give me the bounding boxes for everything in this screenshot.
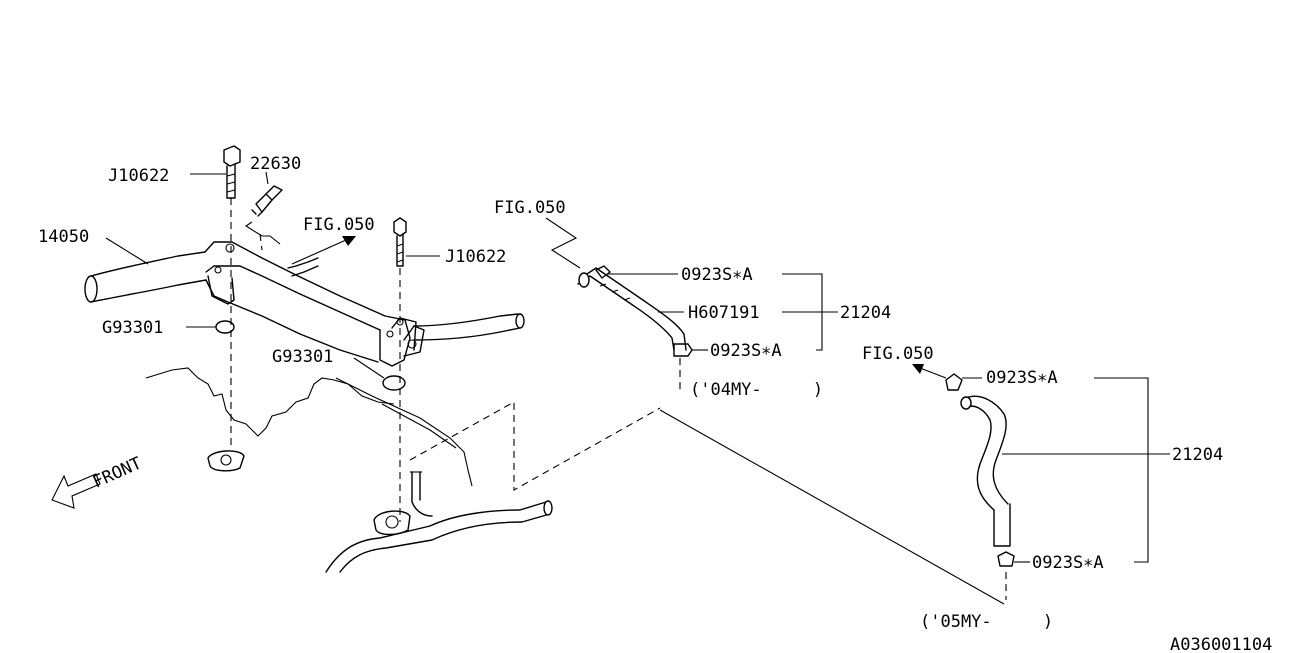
sensor-22630[interactable] xyxy=(244,185,283,245)
clip-0923s-04-bottom[interactable] xyxy=(673,343,693,357)
bolt-j10622-right[interactable] xyxy=(393,217,407,267)
leader-lines xyxy=(105,171,1170,563)
clip-0923s-04-top[interactable] xyxy=(595,265,611,279)
label-j10622-top: J10622 xyxy=(108,166,169,186)
hose-21204-04my[interactable] xyxy=(577,267,687,351)
label-0923s-05-bottom: 0923S∗A xyxy=(1032,553,1104,573)
label-04my: ('04MY- ) xyxy=(690,380,823,400)
install-lines-left xyxy=(230,198,401,522)
label-14050: 14050 xyxy=(38,227,89,247)
label-0923s-04-bottom: 0923S∗A xyxy=(710,341,782,361)
arrow-fig050-left xyxy=(291,236,356,265)
gasket-g93301-right[interactable] xyxy=(382,375,406,391)
label-22630: 22630 xyxy=(250,154,301,174)
label-fig050-mid[interactable]: FIG.050 xyxy=(494,198,566,218)
front-arrow-icon xyxy=(51,473,101,509)
arrow-fig050-right xyxy=(912,364,947,379)
bolt-j10622-left[interactable] xyxy=(223,145,241,199)
mount-seat-left xyxy=(207,450,245,472)
clip-0923s-05-bottom[interactable] xyxy=(997,551,1015,567)
label-05my: ('05MY- ) xyxy=(920,612,1053,632)
label-fig050-left[interactable]: FIG.050 xyxy=(303,215,375,235)
label-h607191: H607191 xyxy=(688,303,760,323)
engine-block-outline xyxy=(145,367,473,487)
label-0923s-04-top: 0923S∗A xyxy=(681,265,753,285)
label-g93301-right: G93301 xyxy=(272,347,333,367)
label-0923s-05-top: 0923S∗A xyxy=(986,368,1058,388)
label-front: FRONT xyxy=(90,453,145,492)
label-fig050-right[interactable]: FIG.050 xyxy=(862,344,934,364)
label-21204-05: 21204 xyxy=(1172,445,1223,465)
mount-seat-right xyxy=(373,510,411,536)
label-g93301-left: G93301 xyxy=(102,318,163,338)
label-drawing-number: A036001104 xyxy=(1170,635,1272,653)
reference-line xyxy=(659,409,1005,605)
lower-hose xyxy=(325,471,553,573)
install-lines-mid xyxy=(409,358,1007,600)
label-21204-04: 21204 xyxy=(840,303,891,323)
label-j10622-right: J10622 xyxy=(445,247,506,267)
water-pipe-14050[interactable] xyxy=(84,241,525,367)
clip-0923s-05-top[interactable] xyxy=(945,373,963,391)
hose-21204-05my[interactable] xyxy=(960,395,1011,547)
